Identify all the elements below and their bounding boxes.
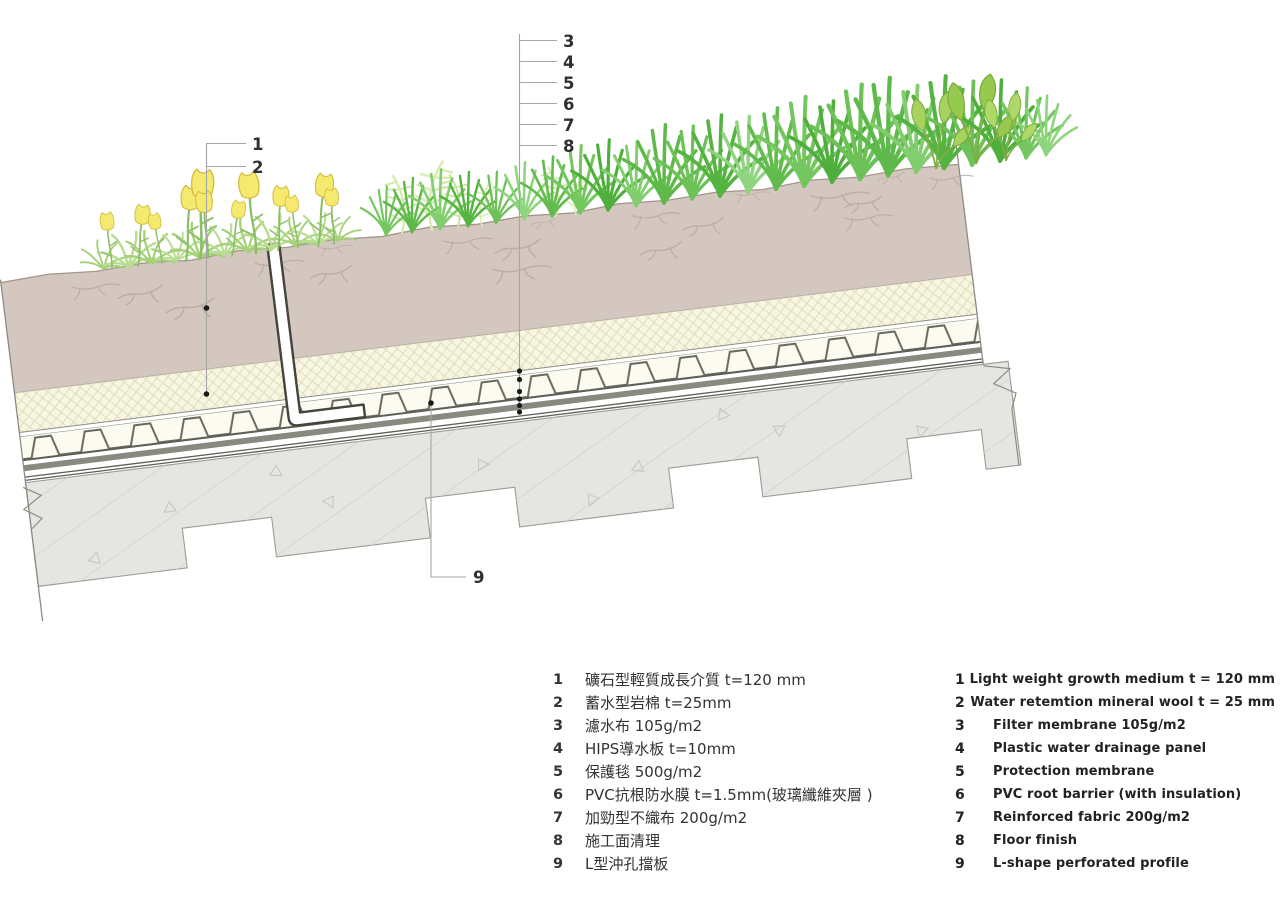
- legend-item-label: Light weight growth medium t = 120 mm: [969, 672, 1275, 687]
- legend-item-label: PVC root barrier (with insulation): [993, 787, 1242, 802]
- legend-item-label: 蓄水型岩棉 t=25mm: [585, 694, 732, 712]
- legend-item-number: 2: [553, 694, 564, 711]
- drainage-panel-layer: [19, 318, 981, 462]
- legend-item-number: 2: [955, 694, 965, 711]
- legend-item-number: 9: [553, 855, 564, 872]
- legend-item-label: HIPS導水板 t=10mm: [585, 740, 736, 758]
- mineral-wool-layer: [14, 274, 978, 433]
- break-mark-left: [22, 486, 44, 530]
- legend-row: 4 HIPS導水板 t=10mm: [553, 737, 953, 760]
- legend-item-label: 施工面清理: [585, 832, 661, 850]
- legend-item-label: Filter membrane 105g/m2: [993, 718, 1186, 733]
- legend-item-number: 5: [553, 763, 564, 780]
- legend-item-label: L型沖孔擋板: [585, 855, 669, 873]
- legend-row: 4 Plastic water drainage panel: [955, 737, 1275, 760]
- legend-item-number: 5: [955, 763, 965, 780]
- legend-item-number: 4: [553, 740, 564, 757]
- legend-item-label: Water retemtion mineral wool t = 25 mm: [970, 695, 1275, 710]
- legend-item-number: 8: [955, 832, 965, 849]
- leader-lines-left: [205, 142, 246, 394]
- legend-row: 1 Light weight growth medium t = 120 mm: [955, 668, 1275, 691]
- legend-item-label: Protection membrane: [993, 764, 1155, 779]
- legend-item-label: L-shape perforated profile: [993, 856, 1189, 871]
- leader-lines-top: [518, 34, 557, 412]
- callout-label-6: 6: [563, 95, 574, 114]
- layer-assembly: [0, 115, 1022, 622]
- legend-item-number: 1: [553, 671, 564, 688]
- legend-row: 6 PVC抗根防水膜 t=1.5mm(玻璃纖維夾層 ): [553, 783, 953, 806]
- callout-label-3: 3: [563, 32, 574, 51]
- legend-item-number: 1: [955, 671, 965, 688]
- membrane-layers: [22, 343, 984, 481]
- legend-row: 3 Filter membrane 105g/m2: [955, 714, 1275, 737]
- legend-row: 6 PVC root barrier (with insulation): [955, 783, 1275, 806]
- section-cut-edges: [0, 115, 1020, 622]
- legend-item-label: PVC抗根防水膜 t=1.5mm(玻璃纖維夾層 ): [585, 786, 873, 804]
- legend-item-number: 6: [955, 786, 965, 803]
- legend-row: 8 施工面清理: [553, 829, 953, 852]
- legend-item-number: 7: [955, 809, 965, 826]
- legend-item-label: Plastic water drainage panel: [993, 741, 1207, 756]
- legend-row: 1 礦石型輕質成長介質 t=120 mm: [553, 668, 953, 691]
- legend-row: 7 Reinforced fabric 200g/m2: [955, 806, 1275, 829]
- legend-row: 9 L型沖孔擋板: [553, 852, 953, 875]
- legend-row: 9 L-shape perforated profile: [955, 852, 1275, 875]
- legend-item-number: 3: [553, 717, 564, 734]
- legend-item-label: 礦石型輕質成長介質 t=120 mm: [585, 671, 806, 689]
- break-mark-right: [983, 365, 1020, 466]
- callout-label-1: 1: [252, 135, 263, 154]
- legend-row: 7 加勁型不織布 200g/m2: [553, 806, 953, 829]
- legend-item-label: 濾水布 105g/m2: [585, 717, 703, 735]
- legend-item-number: 3: [955, 717, 965, 734]
- legend-row: 5 Protection membrane: [955, 760, 1275, 783]
- l-shape-profile: [265, 242, 367, 427]
- legend-english: 1 Light weight growth medium t = 120 mm 2…: [955, 668, 1275, 875]
- callout-label-7: 7: [563, 116, 574, 135]
- legend-item-label: 加勁型不織布 200g/m2: [585, 809, 748, 827]
- callout-label-2: 2: [252, 158, 263, 177]
- legend-item-number: 4: [955, 740, 965, 757]
- legend-chinese: 1 礦石型輕質成長介質 t=120 mm 2 蓄水型岩棉 t=25mm 3 濾水布 1…: [553, 668, 953, 875]
- callout-label-5: 5: [563, 74, 574, 93]
- legend-item-number: 8: [553, 832, 564, 849]
- legend-item-label: 保護毯 500g/m2: [585, 763, 703, 781]
- growth-medium-layer: [0, 163, 975, 393]
- legend-row: 2 蓄水型岩棉 t=25mm: [553, 691, 953, 714]
- legend-item-label: Reinforced fabric 200g/m2: [993, 810, 1191, 825]
- legend-row: 5 保護毯 500g/m2: [553, 760, 953, 783]
- legend-item-number: 7: [553, 809, 564, 826]
- legend-row: 8 Floor finish: [955, 829, 1275, 852]
- callout-label-8: 8: [563, 137, 574, 156]
- legend-row: 3 濾水布 105g/m2: [553, 714, 953, 737]
- leader-line-bottom: [430, 403, 466, 578]
- callout-label-4: 4: [563, 53, 574, 72]
- legend-item-number: 9: [955, 855, 965, 872]
- leader-dots: [203, 305, 523, 415]
- legend-item-number: 6: [553, 786, 564, 803]
- legend-row: 2 Water retemtion mineral wool t = 25 mm: [955, 691, 1275, 714]
- legend-item-label: Floor finish: [993, 833, 1078, 848]
- callout-label-9: 9: [473, 568, 484, 587]
